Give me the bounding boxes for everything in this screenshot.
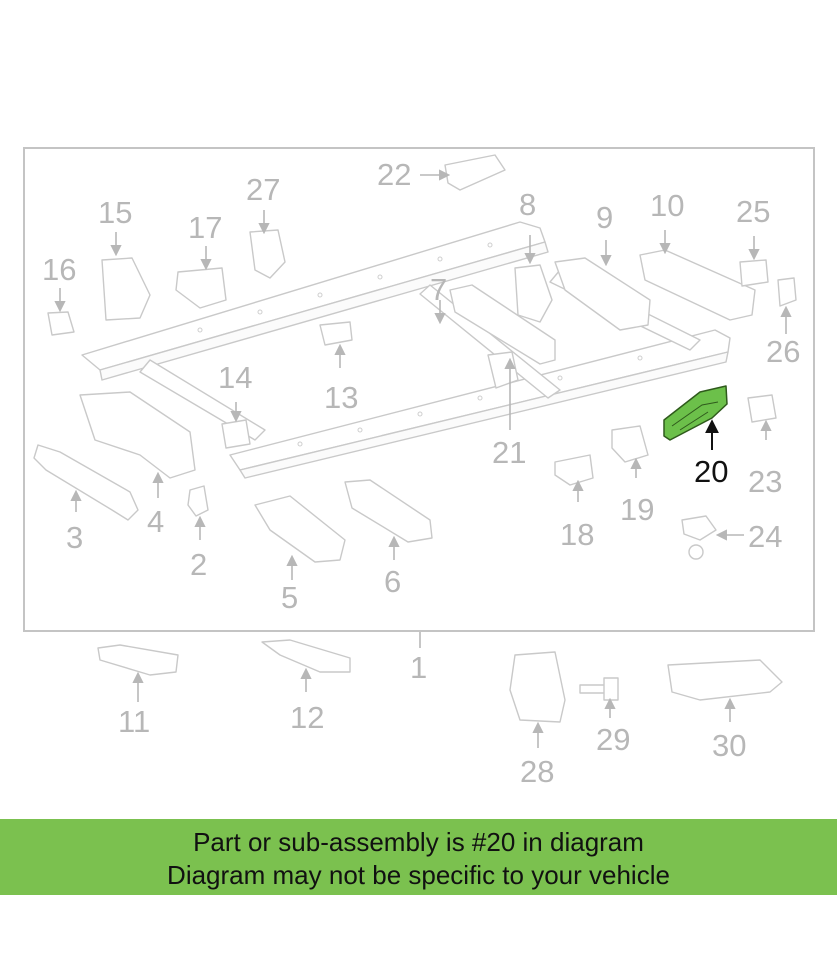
- part-18-bracket: [554, 454, 594, 486]
- part-9-crossmember: [554, 257, 651, 331]
- callout-1: 1: [410, 650, 427, 685]
- callout-numbers: 1 2 3 4 5 6 7 8 9 10 11 12 13 14 15 16 1…: [42, 157, 800, 789]
- part-24-bracket: [681, 515, 717, 560]
- part-16-bracket: [47, 311, 75, 336]
- callout-21: 21: [492, 435, 526, 470]
- callout-27: 27: [246, 172, 280, 207]
- part-25-bracket: [739, 259, 769, 287]
- part-28-bracket: [509, 651, 566, 723]
- callout-9: 9: [596, 200, 613, 235]
- part-20-bracket-highlighted: [663, 385, 728, 441]
- part-8-bracket: [514, 264, 553, 323]
- callout-6: 6: [384, 564, 401, 599]
- part-2-bracket: [187, 485, 209, 517]
- part-19-bracket: [611, 425, 649, 463]
- part-26-bracket: [777, 277, 797, 307]
- callout-20: 20: [694, 454, 728, 489]
- callout-4: 4: [147, 504, 164, 539]
- callout-12: 12: [290, 700, 324, 735]
- banner-line-disclaimer: Diagram may not be specific to your vehi…: [167, 860, 670, 890]
- callout-26: 26: [766, 334, 800, 369]
- callout-2: 2: [190, 547, 207, 582]
- part-14-mount: [221, 419, 251, 449]
- part-15-bracket: [101, 257, 151, 321]
- callout-7: 7: [430, 272, 447, 307]
- callout-23: 23: [748, 464, 782, 499]
- callout-15: 15: [98, 195, 132, 230]
- banner-line-part: Part or sub-assembly is #20 in diagram: [193, 827, 644, 857]
- leader-lines: [54, 169, 792, 748]
- callout-5: 5: [281, 580, 298, 615]
- callout-29: 29: [596, 722, 630, 757]
- frame-parts-diagram: 1 2 3 4 5 6 7 8 9 10 11 12 13 14 15 16 1…: [23, 147, 815, 789]
- part-7-crossmember: [449, 284, 556, 365]
- callout-10: 10: [650, 188, 684, 223]
- part-info-banner: Part or sub-assembly is #20 in diagram D…: [0, 819, 837, 895]
- callout-28: 28: [520, 754, 554, 789]
- part-27-bracket: [249, 229, 286, 279]
- part-13-bracket: [319, 321, 353, 346]
- callout-17: 17: [188, 210, 222, 245]
- part-22-bracket: [444, 154, 506, 191]
- part-5-crossmember: [254, 495, 346, 563]
- part-10-crossmember: [639, 249, 756, 321]
- callout-16: 16: [42, 252, 76, 287]
- frame-assembly-box: [23, 147, 815, 632]
- callout-8: 8: [519, 187, 536, 222]
- part-12-brace: [261, 639, 351, 673]
- callout-14: 14: [218, 360, 252, 395]
- callout-25: 25: [736, 194, 770, 229]
- callout-13: 13: [324, 380, 358, 415]
- callout-22: 22: [377, 157, 411, 192]
- part-29-bolt: [579, 677, 619, 701]
- part-3-crossmember: [33, 444, 139, 521]
- part-30-bracket: [667, 659, 783, 701]
- callout-3: 3: [66, 520, 83, 555]
- callout-30: 30: [712, 728, 746, 763]
- callout-11: 11: [118, 704, 150, 739]
- part-11-brace: [97, 644, 179, 676]
- callout-18: 18: [560, 517, 594, 552]
- part-17-bracket: [175, 267, 227, 309]
- part-4-crossmember: [79, 391, 196, 479]
- callout-24: 24: [748, 519, 782, 554]
- part-23-bracket: [747, 394, 777, 423]
- callout-19: 19: [620, 492, 654, 527]
- part-6-crossmember: [344, 479, 433, 543]
